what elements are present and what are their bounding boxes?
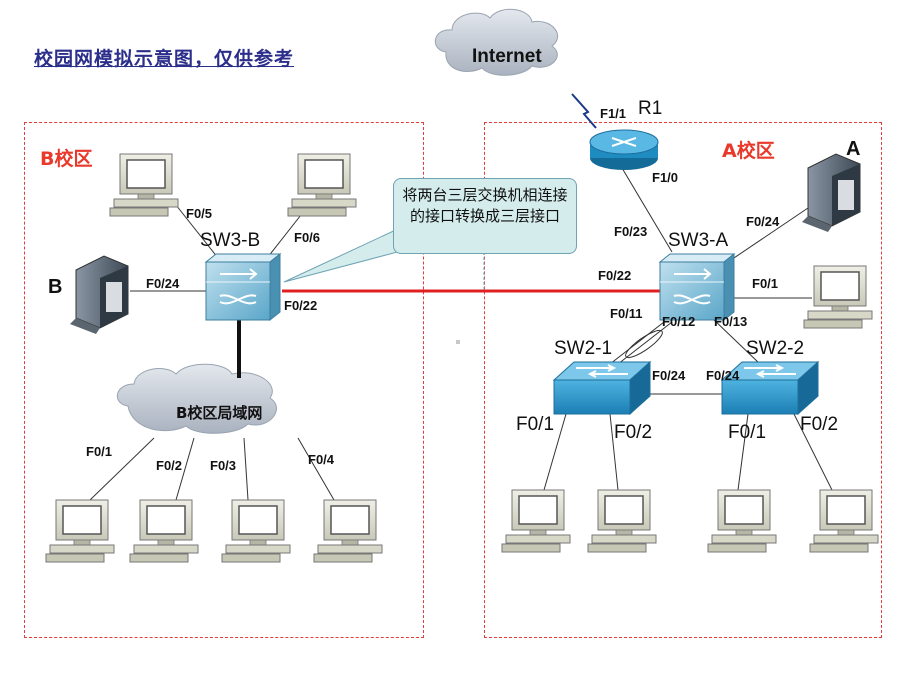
link-sw22-pc2 (793, 413, 833, 491)
port-lan-f01: F0/1 (86, 444, 113, 459)
link-lan-pc3 (243, 437, 249, 501)
link-lan-pc4 (297, 437, 335, 501)
link-sw3a-sw21-a (609, 321, 665, 365)
port-sw3a-f024: F0/24 (746, 214, 780, 229)
port-sw21-f024: F0/24 (652, 368, 686, 383)
port-sw3a-f022: F0/22 (598, 268, 632, 283)
pc-b-f06 (287, 153, 357, 217)
sw3a-label: SW3-A (668, 230, 729, 251)
port-sw3a-f023: F0/23 (614, 224, 648, 239)
pc-sw22-1 (707, 489, 777, 553)
port-lan-f03: F0/3 (210, 458, 237, 473)
port-lan-f02: F0/2 (156, 458, 183, 473)
switch-sw21 (552, 360, 652, 416)
link-sw3b-pc5 (171, 199, 219, 259)
switch-sw22 (720, 360, 820, 416)
center-dot (456, 340, 460, 344)
router-label: R1 (638, 98, 663, 119)
campus-b-label: B校区 (40, 148, 93, 170)
pc-lan-3 (221, 499, 291, 563)
link-sw22-pc1 (737, 413, 749, 491)
server-b (69, 255, 129, 335)
pc-a-f01 (803, 265, 873, 329)
port-sw3a-f011: F0/11 (610, 306, 643, 321)
b-lan-label: B校区局域网 (176, 404, 263, 422)
router-r1 (589, 129, 659, 170)
pc-sw21-2 (587, 489, 657, 553)
port-sw22-f02: F0/2 (800, 414, 839, 435)
pc-lan-1 (45, 499, 115, 563)
sw3b-label: SW3-B (200, 230, 261, 251)
port-sw3b-f06: F0/6 (294, 230, 321, 245)
pc-sw22-2 (809, 489, 879, 553)
internet-label: Internet (472, 46, 542, 67)
port-sw21-f01: F0/1 (516, 414, 555, 435)
pc-sw21-1 (501, 489, 571, 553)
port-sw3b-f024: F0/24 (146, 276, 180, 291)
port-sw3b-f05: F0/5 (186, 206, 213, 221)
port-sw22-f024: F0/24 (706, 368, 740, 383)
campus-a-region (484, 122, 882, 638)
port-sw21-f02: F0/2 (614, 422, 653, 443)
internet-cloud (435, 8, 559, 76)
port-sw3b-f022: F0/22 (284, 298, 318, 313)
link-lan-pc2 (175, 437, 195, 501)
link-sw3a-sw22 (711, 317, 761, 365)
port-sw3a-f012: F0/12 (662, 314, 696, 329)
server-a (801, 153, 861, 233)
campus-a-label: A校区 (722, 140, 775, 162)
switch-sw3a (658, 252, 736, 322)
page-title: 校园网模拟示意图，仅供参考 (34, 48, 295, 70)
port-r1-f11: F1/1 (600, 106, 627, 121)
link-sw3a-servera (727, 207, 809, 263)
port-sw22-f01: F0/1 (728, 422, 767, 443)
port-sw3a-f013: F0/13 (714, 314, 748, 329)
pc-lan-2 (129, 499, 199, 563)
sw21-label: SW2-1 (554, 338, 613, 359)
wan-link-bolt (571, 93, 597, 129)
campus-b-region (24, 122, 424, 638)
etherchannel-mark (625, 329, 663, 359)
b-lan-cloud (117, 363, 277, 434)
link-sw21-pc2 (609, 413, 619, 491)
port-sw3a-f01: F0/1 (752, 276, 779, 291)
link-sw21-pc1 (543, 413, 567, 491)
links (89, 93, 833, 501)
callout-note: 将两台三层交换机相连接的接口转换成三层接口 (393, 178, 577, 254)
port-r1-f10: F1/0 (652, 170, 679, 185)
port-lan-f04: F0/4 (308, 452, 335, 467)
link-r1-sw3a (621, 167, 673, 253)
link-lan-pc1 (89, 437, 155, 501)
server-a-label: A (846, 138, 861, 160)
pc-lan-4 (313, 499, 383, 563)
pc-b-f05 (109, 153, 179, 217)
switch-sw3b (204, 252, 282, 322)
sw22-label: SW2-2 (746, 338, 805, 359)
callout-text: 将两台三层交换机相连接的接口转换成三层接口 (402, 186, 568, 225)
server-b-label: B (48, 276, 63, 298)
